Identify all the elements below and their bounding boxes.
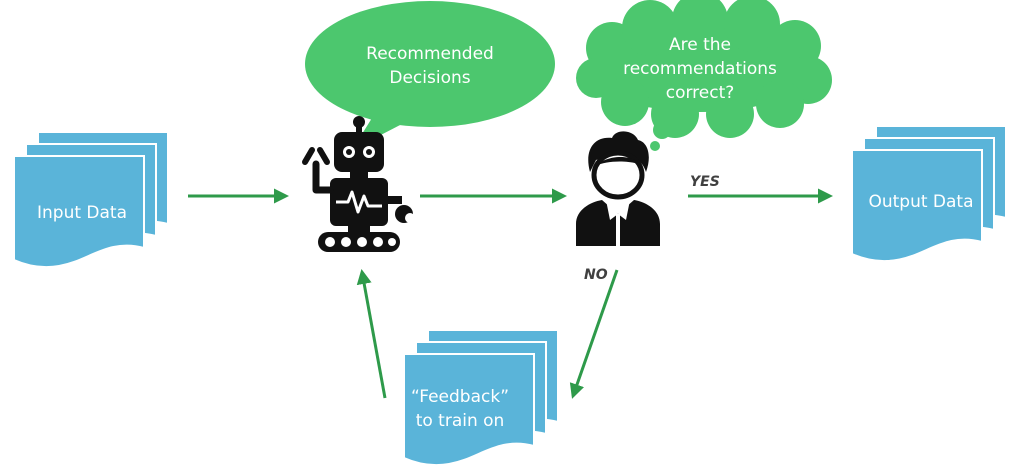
no-label: NO [584, 267, 608, 283]
cloud-line3: correct? [666, 83, 735, 103]
flow-arrows [188, 188, 833, 399]
yes-label: YES [690, 174, 720, 190]
cloud-line1: Are the [669, 35, 731, 55]
arrow-feedback-to-robot [356, 269, 387, 399]
recommended-decisions-bubble: Recommended Decisions [305, 1, 555, 150]
bubble-line1: Recommended [366, 44, 494, 64]
feedback-label-line1: “Feedback” [411, 387, 509, 407]
person-icon [576, 131, 660, 246]
cloud-line2: recommendations [623, 59, 777, 79]
doc-layer-front [403, 353, 535, 467]
feedback-label-line2: to train on [416, 411, 505, 431]
robot-icon [302, 116, 415, 252]
correctness-thought-cloud: Are the recommendations correct? [576, 0, 832, 151]
output-data-document: Output Data [851, 125, 1007, 263]
input-data-label: Input Data [37, 203, 127, 223]
output-data-label: Output Data [868, 192, 973, 212]
arrow-person-to-feedback [569, 269, 619, 399]
thought-dot-large [653, 121, 671, 139]
bubble-line2: Decisions [389, 68, 470, 88]
input-data-document: Input Data [13, 131, 169, 269]
thought-dot-small [650, 141, 660, 151]
feedback-document: “Feedback” to train on [403, 329, 559, 467]
